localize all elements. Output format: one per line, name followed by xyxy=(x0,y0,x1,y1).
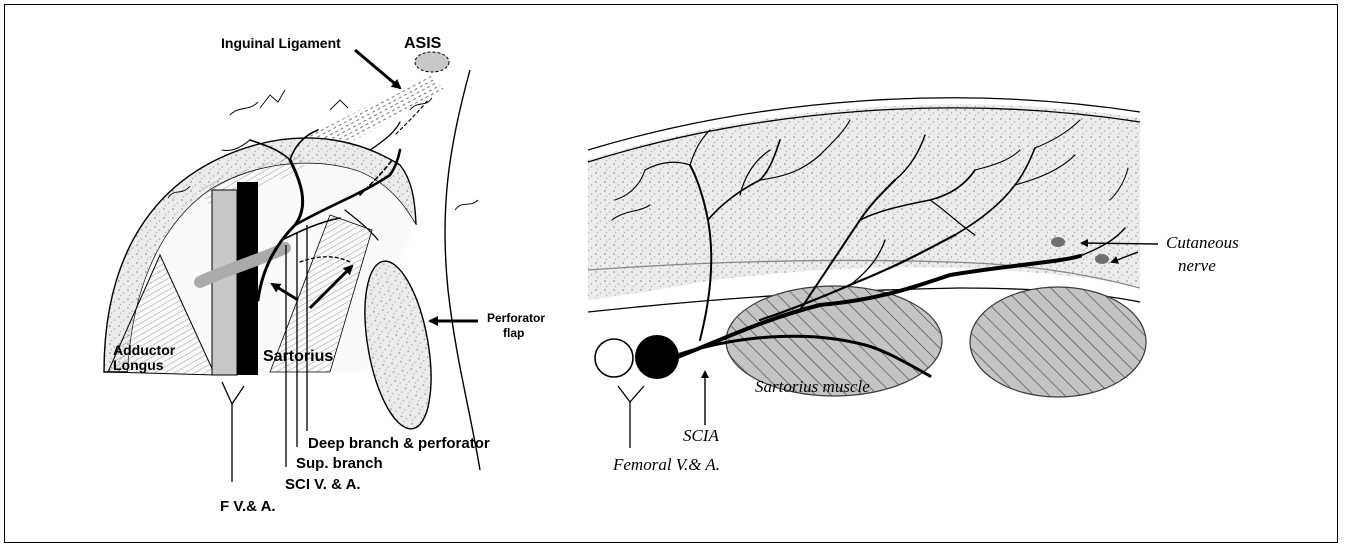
femoral-leader xyxy=(222,382,244,482)
femoral-vein-circle xyxy=(595,339,633,377)
cutaneous-nerve-dot-2 xyxy=(1095,254,1109,264)
cutaneous-arrow-1 xyxy=(1082,243,1158,244)
label-femoral-left: F V.& A. xyxy=(220,498,276,515)
label-deep-branch: Deep branch & perforator xyxy=(308,435,490,452)
label-femoral-right: Femoral V.& A. xyxy=(612,455,720,474)
body-outline xyxy=(445,70,480,470)
label-sartorius: Sartorius xyxy=(263,348,333,365)
label-asis: ASIS xyxy=(404,35,442,52)
cutaneous-nerve-dot-1 xyxy=(1051,237,1065,247)
asis-ellipse xyxy=(415,52,449,72)
label-inguinal-ligament: Inguinal Ligament xyxy=(221,35,341,51)
label-adductor-1: Adductor xyxy=(113,342,176,358)
label-adductor-2: Longus xyxy=(113,357,164,373)
label-sup-branch: Sup. branch xyxy=(296,455,383,472)
adjacent-muscle xyxy=(970,287,1146,397)
label-scia: SCIA xyxy=(683,426,720,445)
label-perforator-flap-1: Perforator xyxy=(487,311,545,325)
femoral-fork-leader xyxy=(618,386,644,448)
femoral-artery-strip xyxy=(237,182,258,375)
label-cutaneous-2: nerve xyxy=(1178,256,1216,275)
right-panel: Cutaneous nerve Sartorius muscle SCIA Fe… xyxy=(588,98,1239,474)
femoral-vein-strip xyxy=(212,190,237,375)
label-sci: SCI V. & A. xyxy=(285,476,361,493)
label-perforator-flap-2: flap xyxy=(503,326,524,340)
left-panel: Inguinal Ligament ASIS Perforator flap A… xyxy=(104,35,545,515)
label-sartorius-muscle: Sartorius muscle xyxy=(755,377,870,396)
label-cutaneous-1: Cutaneous xyxy=(1166,233,1239,252)
inguinal-arrow xyxy=(355,50,400,88)
